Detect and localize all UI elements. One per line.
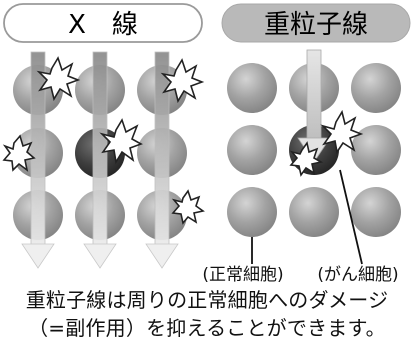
damage-burst-icon bbox=[2, 134, 36, 172]
damage-burst-icon bbox=[320, 109, 364, 155]
damage-burst-icon bbox=[171, 189, 205, 225]
damage-burst-icon bbox=[160, 58, 205, 104]
damage-bursts-xray bbox=[2, 56, 205, 225]
heavy-ion-title-pill: 重粒子線 bbox=[221, 3, 411, 43]
xray-arrow bbox=[21, 51, 55, 269]
xray-arrow bbox=[145, 51, 179, 269]
normal-cell bbox=[227, 125, 277, 175]
caption-line-2: （=副作用）を抑えることができます。 bbox=[28, 316, 386, 340]
normal-cell bbox=[227, 187, 277, 237]
cancer-cell-leader bbox=[339, 169, 363, 265]
xray-arrows bbox=[21, 51, 179, 269]
heavy-ion-cell-grid bbox=[227, 63, 401, 237]
heavy-ion-title: 重粒子線 bbox=[264, 10, 368, 40]
damage-burst-icon bbox=[289, 141, 324, 177]
xray-title: X 線 bbox=[68, 10, 138, 40]
caption-line-1: 重粒子線は周りの正常細胞へのダメージ bbox=[25, 288, 389, 312]
xray-title-pill: X 線 bbox=[3, 3, 203, 43]
normal-cell bbox=[289, 187, 339, 237]
damage-bursts-heavy bbox=[289, 109, 364, 177]
normal-cell-label: (正常細胞) bbox=[202, 265, 283, 284]
normal-cell bbox=[351, 125, 401, 175]
normal-cell bbox=[227, 63, 277, 113]
comparison-diagram: X 線 重粒子線 bbox=[2, 3, 411, 284]
normal-cell bbox=[351, 187, 401, 237]
xray-arrow bbox=[83, 51, 117, 269]
normal-cell bbox=[351, 63, 401, 113]
damage-burst-icon bbox=[99, 118, 143, 165]
damage-burst-icon bbox=[36, 56, 81, 102]
cancer-cell-label: (がん細胞) bbox=[317, 265, 398, 284]
